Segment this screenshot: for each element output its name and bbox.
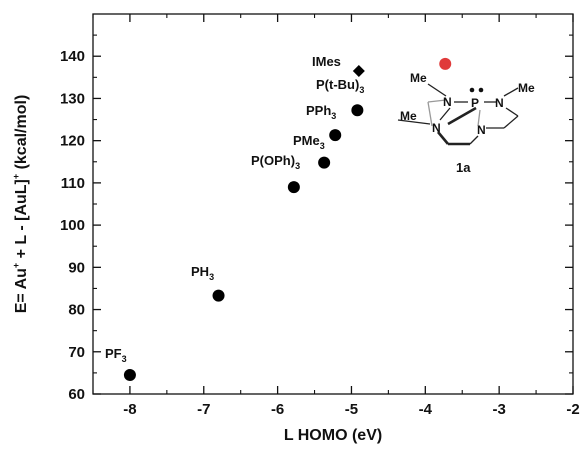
point-1a bbox=[439, 57, 452, 70]
y-axis-title: E= Au+ + L - [AuL]+ (kcal/mol) bbox=[11, 95, 30, 314]
point-pph3 bbox=[329, 129, 342, 142]
y-tick-label: 80 bbox=[68, 302, 85, 319]
x-tick-label: -8 bbox=[123, 401, 136, 418]
y-tick-label: 130 bbox=[60, 90, 85, 107]
label-pophs3: P(OPh)3 bbox=[251, 153, 300, 171]
mol-n-bottom-right: N bbox=[477, 123, 486, 137]
mol-p: P bbox=[471, 96, 479, 110]
point-poph3 bbox=[287, 181, 300, 194]
y-tick-label: 140 bbox=[60, 48, 85, 65]
compound-id-1a: 1a bbox=[456, 160, 471, 175]
y-tick-label: 100 bbox=[60, 217, 85, 234]
tick-labels: -8 -7 -6 -5 -4 -3 -2 60 70 80 90 100 110 120 130 140 bbox=[60, 48, 580, 418]
x-tick-label: -3 bbox=[492, 401, 505, 418]
molecule-labels: Me N P N Me Me N N 1a bbox=[400, 71, 535, 175]
mol-n-right: N bbox=[495, 96, 504, 110]
ticks bbox=[92, 14, 574, 395]
label-pme3: PMe3 bbox=[293, 133, 325, 151]
mol-n-top: N bbox=[443, 95, 452, 109]
y-tick-label: 120 bbox=[60, 133, 85, 150]
point-ph3 bbox=[212, 289, 225, 302]
x-tick-label: -5 bbox=[345, 401, 358, 418]
x-tick-label: -6 bbox=[271, 401, 284, 418]
lone-pair-dots bbox=[469, 87, 484, 93]
label-imes: IMes bbox=[312, 54, 341, 69]
mol-me-bottom: Me bbox=[400, 109, 417, 123]
x-axis-title: L HOMO (eV) bbox=[284, 427, 382, 444]
label-pph3: PPh3 bbox=[306, 103, 336, 121]
x-tick-label: -4 bbox=[419, 401, 433, 418]
x-tick-label: -2 bbox=[566, 401, 579, 418]
mol-n-bottom-left: N bbox=[432, 121, 441, 135]
plot-frame bbox=[92, 13, 574, 395]
label-pf3: PF3 bbox=[105, 346, 127, 364]
mol-me-top: Me bbox=[410, 71, 427, 85]
y-tick-label: 110 bbox=[61, 175, 85, 192]
point-imes bbox=[352, 65, 365, 77]
data-points bbox=[123, 57, 452, 381]
x-tick-label: -7 bbox=[197, 401, 210, 418]
point-pf3 bbox=[123, 369, 136, 381]
point-labels: PF3 PH3 P(OPh)3 PMe3 PPh3 P(t-Bu)3 IMes bbox=[105, 54, 364, 364]
y-tick-label: 60 bbox=[68, 386, 85, 403]
label-ph3: PH3 bbox=[191, 264, 214, 282]
point-ptbu3 bbox=[351, 104, 364, 117]
y-tick-label: 90 bbox=[68, 259, 85, 276]
label-ptbu3: P(t-Bu)3 bbox=[316, 77, 364, 95]
point-pme3 bbox=[318, 156, 331, 169]
y-tick-label: 70 bbox=[68, 344, 85, 361]
mol-me-right: Me bbox=[518, 81, 535, 95]
molecule-1a-structure bbox=[397, 83, 519, 146]
